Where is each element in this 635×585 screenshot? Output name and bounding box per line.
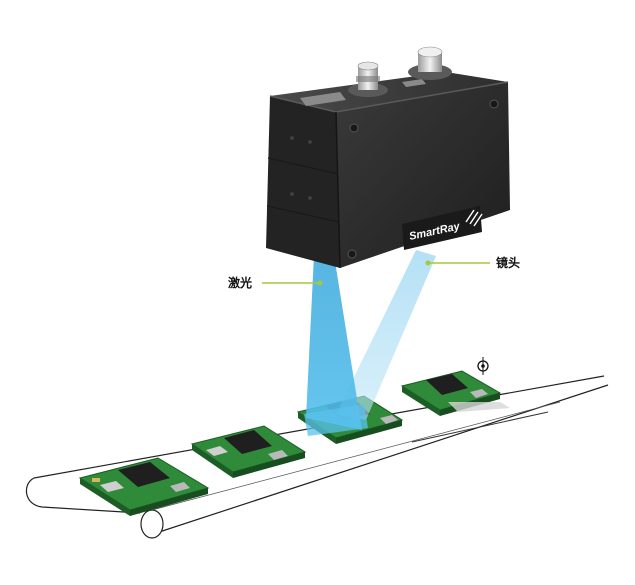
- lens-field-of-view: [336, 250, 436, 420]
- lens-label: 镜头: [496, 255, 520, 270]
- laser-line: [304, 404, 368, 436]
- brand-plate: SmartRay: [402, 206, 483, 250]
- camera-sensor: SmartRay: [266, 46, 510, 269]
- chip: [224, 430, 272, 454]
- screw: [349, 123, 359, 133]
- laser-safety-icon: [477, 357, 489, 375]
- roller-end: [140, 509, 164, 539]
- callout-lens: 镜头: [425, 255, 520, 270]
- screw: [489, 99, 499, 109]
- pcb-board-4: [400, 370, 510, 416]
- pcb-board-1: [78, 457, 210, 516]
- callout-laser: 激光: [228, 275, 323, 290]
- pcb-board-2: [190, 425, 307, 478]
- laser-label: 激光: [228, 275, 252, 290]
- connector-left: [348, 61, 388, 97]
- connector-right: [408, 46, 452, 80]
- screw: [347, 249, 357, 259]
- chip: [426, 374, 468, 395]
- laser-beam: [306, 255, 362, 430]
- chip: [118, 462, 170, 487]
